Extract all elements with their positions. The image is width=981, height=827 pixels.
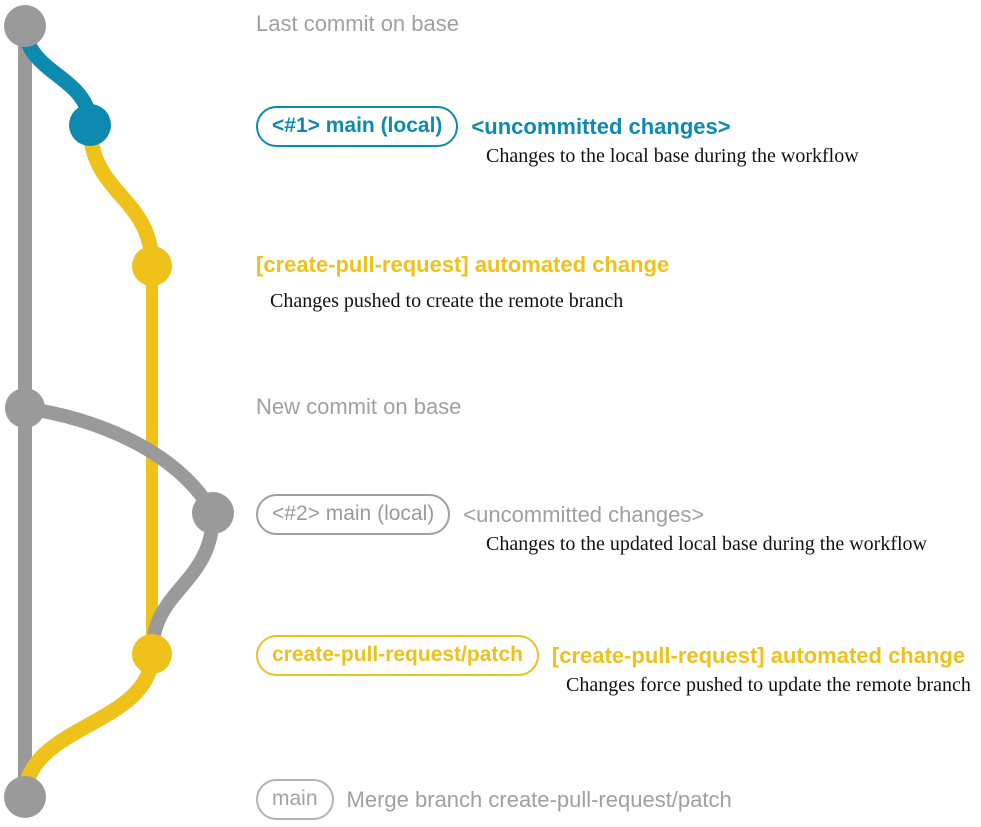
edge-remote2-to-merge [17, 646, 160, 805]
row-new-commit-on-base: New commit on base [256, 396, 461, 418]
commit-node-base-new[interactable] [5, 388, 45, 428]
row-local-2: <#2> main (local) <uncommitted changes> [256, 494, 704, 535]
commit-message-local-2: <uncommitted changes> [463, 501, 705, 527]
edge-local2-to-remote2 [145, 506, 220, 661]
commit-message-remote-2: [create-pull-request] automated change [551, 642, 966, 668]
branch-pill-create-pull-request-patch[interactable]: create-pull-request/patch [256, 635, 539, 676]
row-local-1: <#1> main (local) <uncommitted changes> [256, 106, 731, 147]
commit-node-local-2[interactable] [192, 492, 234, 534]
branch-pill-main[interactable]: main [256, 779, 334, 820]
commit-node-remote-2[interactable] [132, 634, 172, 674]
row-last-commit-on-base: Last commit on base [256, 13, 459, 35]
commit-description-remote-2: Changes force pushed to update the remot… [566, 674, 971, 696]
edge-local1-to-remote1 [82, 117, 160, 274]
commit-message-base-new: New commit on base [256, 394, 462, 419]
row-remote-2: create-pull-request/patch [create-pull-r… [256, 635, 965, 676]
branch-pill-main-local-1[interactable]: <#1> main (local) [256, 106, 459, 147]
row-merge: main Merge branch create-pull-request/pa… [256, 779, 732, 820]
commit-description-local-2: Changes to the updated local base during… [486, 533, 927, 555]
commit-description-local-1: Changes to the local base during the wor… [486, 145, 859, 167]
commit-message-base-last: Last commit on base [256, 11, 459, 36]
commit-description-remote-1: Changes pushed to create the remote bran… [270, 290, 624, 312]
branch-pill-main-local-2[interactable]: <#2> main (local) [256, 494, 451, 535]
commit-node-remote-1[interactable] [132, 246, 172, 286]
commit-message-remote-1: [create-pull-request] automated change [256, 252, 670, 277]
row-remote-1: [create-pull-request] automated change [256, 254, 669, 276]
commit-node-local-1[interactable] [69, 104, 111, 146]
commit-message-local-1: <uncommitted changes> [471, 113, 731, 139]
commit-nodes [4, 5, 234, 818]
commit-node-merge[interactable] [4, 776, 46, 818]
edge-basenew-to-local2 [18, 401, 220, 520]
commit-node-base-last[interactable] [4, 5, 46, 47]
commit-message-merge: Merge branch create-pull-request/patch [346, 786, 732, 812]
